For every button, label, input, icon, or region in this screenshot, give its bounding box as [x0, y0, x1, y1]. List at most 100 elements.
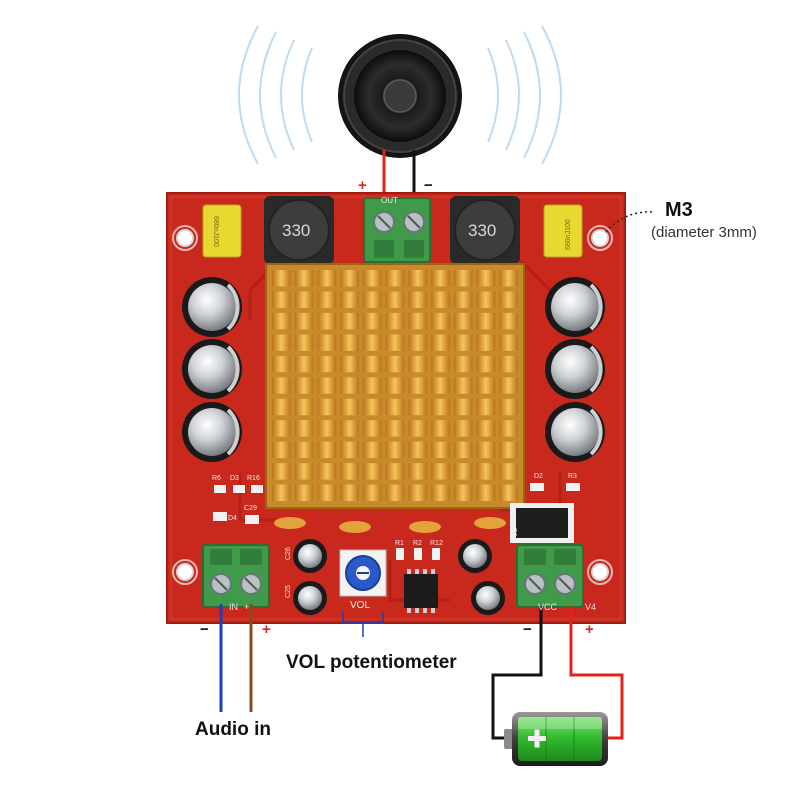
heatsink-fin	[385, 463, 405, 480]
heatsink-fin	[453, 398, 473, 416]
heatsink-fin	[362, 377, 382, 394]
capacitor-top	[551, 283, 599, 331]
heatsink-fin	[272, 441, 291, 459]
capacitor-stripe	[589, 345, 603, 393]
heatsink-fin	[499, 398, 518, 416]
film-cap-right-label: 680nJ100	[565, 219, 572, 250]
heatsink-fin	[362, 463, 382, 480]
heatsink-fin	[431, 441, 450, 459]
heatsink-fin	[385, 441, 405, 459]
heatsink-fin	[362, 398, 382, 416]
inductor-right-value: 330	[468, 221, 496, 240]
heatsink-fin	[499, 484, 518, 501]
small-capacitor-top	[298, 586, 322, 610]
silk-d1: D1	[510, 528, 517, 537]
heatsink-fin	[499, 463, 518, 480]
heatsink-fin	[317, 441, 337, 459]
heatsink-fin	[317, 312, 337, 330]
heatsink-fin	[340, 441, 359, 459]
heatsink-fin	[431, 463, 450, 480]
heatsink-fin	[272, 270, 291, 287]
heatsink-fin	[385, 291, 405, 308]
heatsink-fin	[408, 441, 428, 459]
heatsink-fin	[294, 291, 314, 308]
silk-in-plus: +	[244, 602, 249, 612]
heatsink-fin	[294, 420, 314, 437]
heatsink-fin	[272, 377, 291, 394]
vol-potentiometer	[339, 549, 387, 637]
power-wires	[491, 606, 624, 740]
heatsink-fin	[385, 334, 405, 351]
silk-vol: VOL	[350, 600, 370, 611]
heatsink-fin	[453, 291, 473, 308]
heatsink-fin	[453, 377, 473, 394]
heatsink-fin	[431, 312, 450, 330]
vol-potentiometer-label: VOL potentiometer	[286, 652, 457, 673]
heatsink-fin	[340, 420, 359, 437]
in-minus-sign: −	[200, 621, 209, 638]
heatsink-fin	[453, 420, 473, 437]
heatsink-fin	[362, 355, 382, 373]
silk-d4: D4	[228, 515, 237, 522]
heatsink-fin	[453, 270, 473, 287]
heatsink-fin	[499, 291, 518, 308]
heatsink-fin	[499, 334, 518, 351]
capacitor-stripe	[589, 408, 603, 456]
heatsink-fin	[476, 420, 496, 437]
heatsink-fin	[317, 334, 337, 351]
capacitor-top	[188, 408, 236, 456]
heatsink-fin	[453, 312, 473, 330]
silk-c26: C26	[285, 547, 292, 560]
heatsink-fin	[294, 463, 314, 480]
heatsink-fin	[294, 355, 314, 373]
silk-c25: C25	[285, 585, 292, 598]
audio-wires	[219, 604, 253, 712]
out-minus-sign: −	[424, 177, 433, 194]
heatsink-fin	[317, 398, 337, 416]
heatsink-fin	[272, 334, 291, 351]
heatsink-fin	[499, 420, 518, 437]
m3-label: M3	[665, 199, 693, 221]
heatsink-fin	[340, 355, 359, 373]
heatsink-fin	[431, 420, 450, 437]
heatsink-fin	[272, 312, 291, 330]
heatsink-fin	[453, 355, 473, 373]
heatsink-fin	[272, 420, 291, 437]
silk-vcc: VCC	[538, 602, 558, 612]
heatsink-fin	[385, 398, 405, 416]
heatsink-fin	[294, 270, 314, 287]
heatsink-fin	[453, 334, 473, 351]
heatsink-fin	[362, 270, 382, 287]
heatsink-fin	[408, 312, 428, 330]
heatsink-fin	[408, 355, 428, 373]
inductor-left-value: 330	[282, 221, 310, 240]
heatsink-fin	[408, 484, 428, 501]
silkscreen-text: OUT IN + VCC V4 VOL 330 330 680nJ100 680…	[212, 196, 596, 612]
heatsink-fin	[499, 270, 518, 287]
heatsink-fin	[294, 398, 314, 416]
silk-d2: D2	[534, 473, 543, 480]
vcc-minus-sign: −	[523, 621, 532, 638]
heatsink-fin	[340, 270, 359, 287]
electrolytic-capacitors	[182, 277, 605, 615]
silk-out: OUT	[381, 196, 398, 205]
heatsink-fin	[476, 334, 496, 351]
heatsink-fin	[317, 377, 337, 394]
film-cap-left-label: 680nJ100	[212, 216, 219, 247]
heatsink-fin	[476, 441, 496, 459]
power-terminal	[516, 544, 584, 608]
capacitor-top	[188, 345, 236, 393]
heatsink-fin	[476, 312, 496, 330]
sound-waves	[238, 25, 562, 165]
heatsink-fin	[362, 334, 382, 351]
heatsink-fin	[362, 312, 382, 330]
heatsink-fin	[431, 334, 450, 351]
heatsink-fin	[362, 441, 382, 459]
heatsink-fin	[294, 441, 314, 459]
heatsink-fin	[408, 377, 428, 394]
heatsink-fin	[431, 398, 450, 416]
battery-icon	[504, 712, 608, 766]
smd-components	[213, 483, 580, 613]
